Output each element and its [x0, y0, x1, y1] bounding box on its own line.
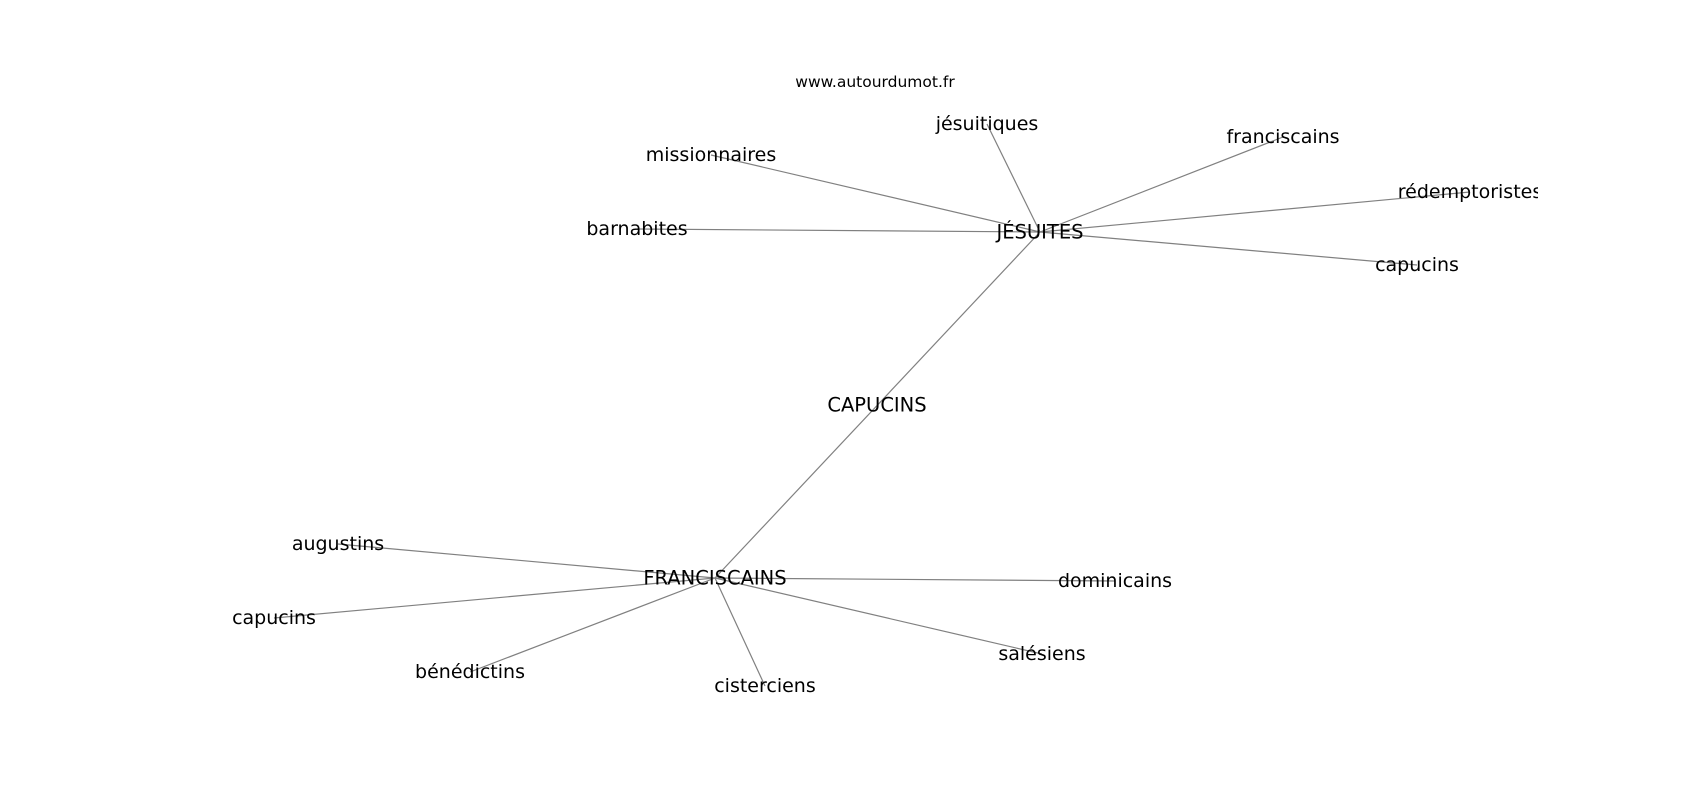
edges — [273, 123, 1471, 687]
edge-jesuites-franciscains-hub — [714, 231, 1041, 579]
edge-franciscains-salesiens — [714, 577, 1043, 655]
hub-node-franciscains: FRANCISCAINS — [643, 567, 786, 590]
edge-franciscains-augustins — [337, 543, 716, 579]
edge-franciscains-cisterciens — [714, 577, 766, 687]
node-capucins-bottom: capucins — [232, 607, 316, 629]
edge-franciscains-benedictins — [469, 577, 716, 673]
edge-franciscains-dominicains — [714, 577, 1116, 582]
node-augustins: augustins — [292, 533, 384, 555]
node-salesiens: salésiens — [998, 643, 1085, 665]
node-franciscains: franciscains — [1226, 126, 1339, 148]
edge-jesuites-redemptoristes — [1039, 191, 1471, 233]
center-node-label: CAPUCINS — [827, 394, 926, 417]
edge-jesuites-barnabites — [636, 228, 1041, 233]
node-jesuitiques: jésuitiques — [935, 113, 1039, 135]
node-barnabites: barnabites — [586, 218, 687, 240]
edge-franciscains-capucins-bottom — [273, 577, 716, 619]
watermark-text: www.autourdumot.fr — [795, 73, 955, 91]
node-benedictins: bénédictins — [415, 661, 525, 683]
edge-jesuites-missionnaires — [710, 154, 1041, 233]
edge-jesuites-capucins-top — [1039, 231, 1418, 266]
edge-jesuites-jesuitiques — [986, 123, 1041, 233]
labels: www.autourdumot.fr CAPUCINS JÉSUITES jés… — [232, 73, 1543, 697]
edge-jesuites-franciscains — [1039, 136, 1284, 233]
node-dominicains: dominicains — [1058, 570, 1172, 592]
node-missionnaires: missionnaires — [646, 144, 776, 166]
hub-node-jesuites: JÉSUITES — [994, 221, 1083, 244]
node-cisterciens: cisterciens — [714, 675, 816, 697]
node-redemptoristes: rédemptoristes — [1398, 181, 1543, 203]
node-capucins-top: capucins — [1375, 254, 1459, 276]
